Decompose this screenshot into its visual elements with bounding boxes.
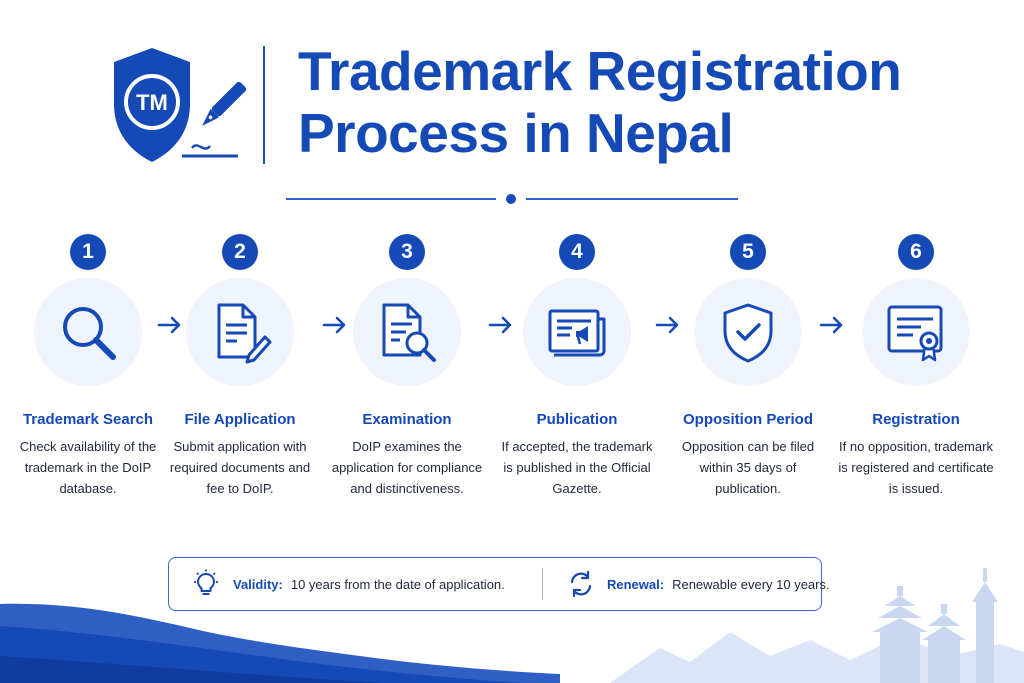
certificate-icon [887, 305, 943, 362]
step-number-badge: 4 [559, 234, 595, 270]
page-title: Trademark Registration Process in Nepal [298, 40, 902, 164]
renewal-label: Renewal: [607, 576, 665, 592]
step-4: 4 Publication If accepted, the trademark… [493, 234, 661, 499]
step-number-badge: 6 [898, 234, 934, 270]
step-number-badge: 2 [222, 234, 258, 270]
step-description: DoIP examines the application for compli… [331, 439, 483, 496]
pagoda-skyline-icon [872, 568, 998, 683]
arrow-right-icon [819, 316, 843, 334]
step-6: 6 Registration If no opposition, tradema… [832, 234, 1000, 499]
step-number-badge: 5 [730, 234, 766, 270]
page-title-line-2: Process in Nepal [298, 102, 734, 164]
ornament-line-right [526, 198, 738, 200]
step-description: If no opposition, trademark is registere… [838, 439, 994, 496]
step-title: Publication [536, 411, 618, 428]
validity-renewal-info-box: Validity: 10 years from the date of appl… [168, 557, 830, 611]
step-icon-circle [862, 278, 970, 386]
arrow-right-icon [488, 316, 512, 334]
step-3: 3 Examination DoIP examines the applicat… [323, 234, 491, 499]
step-description: Check availability of the trademark in t… [19, 439, 157, 496]
step-icon-circle [694, 278, 802, 386]
step-5: 5 Opposition Period Opposition can be fi… [664, 234, 832, 499]
shield-check-icon [723, 303, 773, 363]
arrow-right-icon [157, 316, 181, 334]
step-title: Opposition Period [683, 411, 813, 428]
step-2: 2 File Application Submit application wi… [156, 234, 324, 499]
lightbulb-icon [194, 569, 218, 595]
info-separator [542, 568, 543, 600]
arrow-right-icon [655, 316, 679, 334]
step-title: Trademark Search [22, 411, 154, 428]
step-description: If accepted, the trademark is published … [501, 439, 653, 496]
page-title-line-1: Trademark Registration [298, 40, 902, 102]
renewal-text: Renewable every 10 years. [672, 576, 830, 592]
step-icon-circle [523, 278, 631, 386]
header-divider [263, 46, 265, 164]
renewal-arrows-icon [570, 570, 592, 598]
validity-text: 10 years from the date of application. [290, 576, 505, 592]
step-number-badge: 3 [389, 234, 425, 270]
step-description: Submit application with required documen… [169, 439, 311, 496]
step-title: Examination [362, 411, 452, 428]
validity-info: Validity: 10 years from the date of appl… [191, 558, 505, 610]
ornament-dot [506, 194, 516, 204]
step-title: File Application [184, 411, 296, 428]
trademark-shield-logo-icon: TM [114, 48, 247, 162]
step-number-badge: 1 [70, 234, 106, 270]
gazette-megaphone-icon [548, 309, 606, 357]
document-search-icon [382, 303, 436, 362]
validity-label: Validity: [233, 576, 283, 592]
magnifier-icon [63, 307, 116, 360]
step-title: Registration [872, 411, 960, 428]
renewal-info: Renewal: Renewable every 10 years. [567, 558, 830, 610]
document-pen-icon [217, 303, 272, 364]
step-icon-circle [353, 278, 461, 386]
logo-tm-text: TM [136, 90, 168, 115]
nepal-scenery-wave-background [0, 568, 1024, 683]
step-description: Opposition can be filed within 35 days o… [681, 439, 815, 496]
step-1: 1 Trademark Search Check availability of… [4, 234, 172, 499]
ornament-line-left [286, 198, 496, 200]
step-icon-circle [34, 278, 142, 386]
arrow-right-icon [322, 316, 346, 334]
step-icon-circle [186, 278, 294, 386]
